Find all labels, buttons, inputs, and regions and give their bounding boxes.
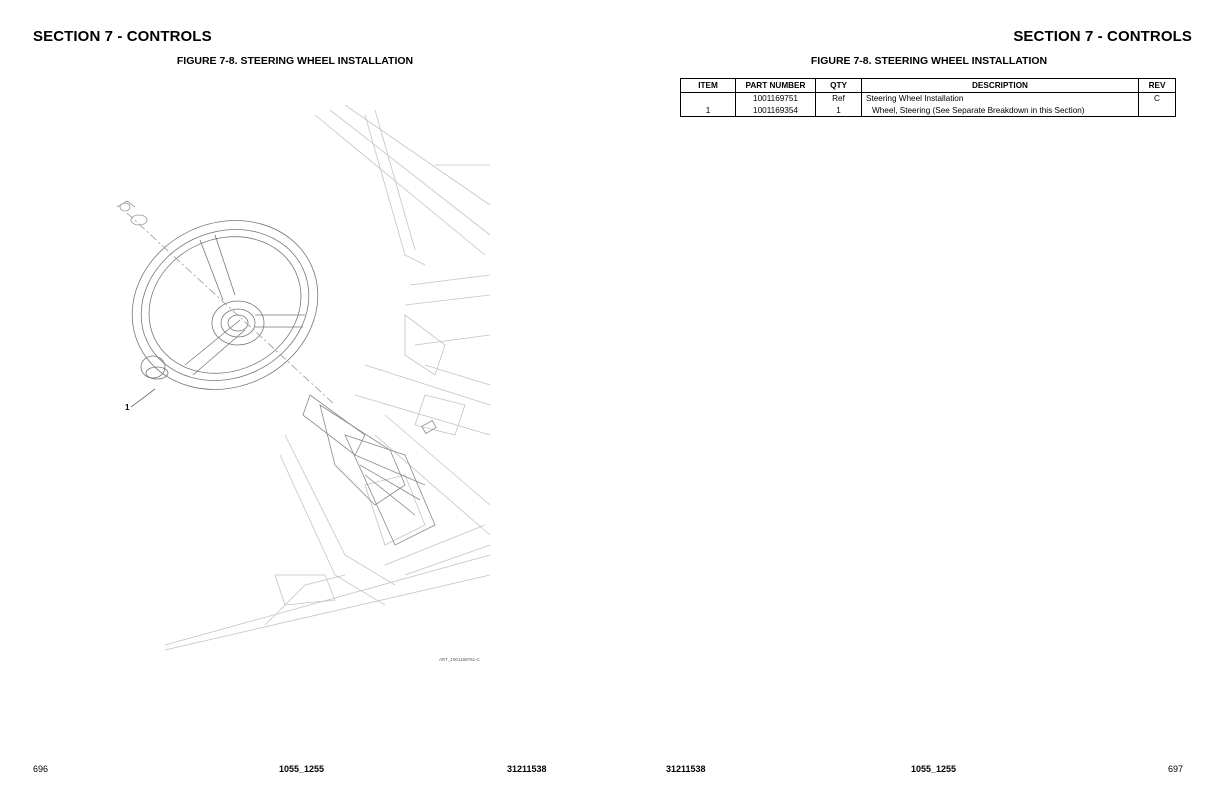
right-page: SECTION 7 - CONTROLS FIGURE 7-8. STEERIN…	[612, 0, 1224, 792]
cell-rev	[1138, 104, 1176, 117]
cell-item	[680, 92, 736, 105]
chassis-lines	[164, 105, 491, 651]
cell-part-number: 1001169354	[735, 104, 816, 117]
exploded-hardware	[116, 200, 336, 406]
parts-table: ITEM PART NUMBER QTY DESCRIPTION REV 100…	[680, 78, 1176, 117]
header-part-number: PART NUMBER	[735, 78, 816, 93]
cell-description: Wheel, Steering (See Separate Breakdown …	[861, 104, 1139, 117]
cell-item: 1	[680, 104, 736, 117]
table-row: 1001169751 Ref Steering Wheel Installati…	[680, 92, 1176, 105]
table-row: 1 1001169354 1 Wheel, Steering (See Sepa…	[680, 104, 1176, 117]
cell-part-number: 1001169751	[735, 92, 816, 105]
art-code: ART_1001169751-C	[439, 657, 480, 662]
page-number: 696	[33, 764, 49, 774]
steering-column	[302, 394, 437, 546]
header-qty: QTY	[815, 78, 862, 93]
left-page: SECTION 7 - CONTROLS FIGURE 7-8. STEERIN…	[33, 28, 547, 774]
page-number: 697	[1168, 764, 1184, 774]
doc-number: 31211538	[507, 764, 547, 774]
header-item: ITEM	[680, 78, 736, 93]
table-header-row: ITEM PART NUMBER QTY DESCRIPTION REV	[680, 78, 1176, 93]
callout-label: 1	[125, 403, 130, 412]
section-title: SECTION 7 - CONTROLS	[33, 28, 212, 45]
steering-wheel	[131, 220, 319, 390]
doc-number: 31211538	[666, 764, 706, 774]
header-description: DESCRIPTION	[861, 78, 1139, 93]
section-title: SECTION 7 - CONTROLS	[1013, 28, 1192, 45]
steering-wheel-illustration	[116, 105, 491, 651]
cell-qty: 1	[815, 104, 862, 117]
cell-rev: C	[1138, 92, 1176, 105]
figure-title: FIGURE 7-8. STEERING WHEEL INSTALLATION	[176, 55, 414, 67]
cell-qty: Ref	[815, 92, 862, 105]
cell-description: Steering Wheel Installation	[861, 92, 1139, 105]
header-rev: REV	[1138, 78, 1176, 93]
model-label: 1055_1255	[279, 764, 325, 774]
model-label: 1055_1255	[911, 764, 957, 774]
figure-title: FIGURE 7-8. STEERING WHEEL INSTALLATION	[810, 55, 1048, 67]
